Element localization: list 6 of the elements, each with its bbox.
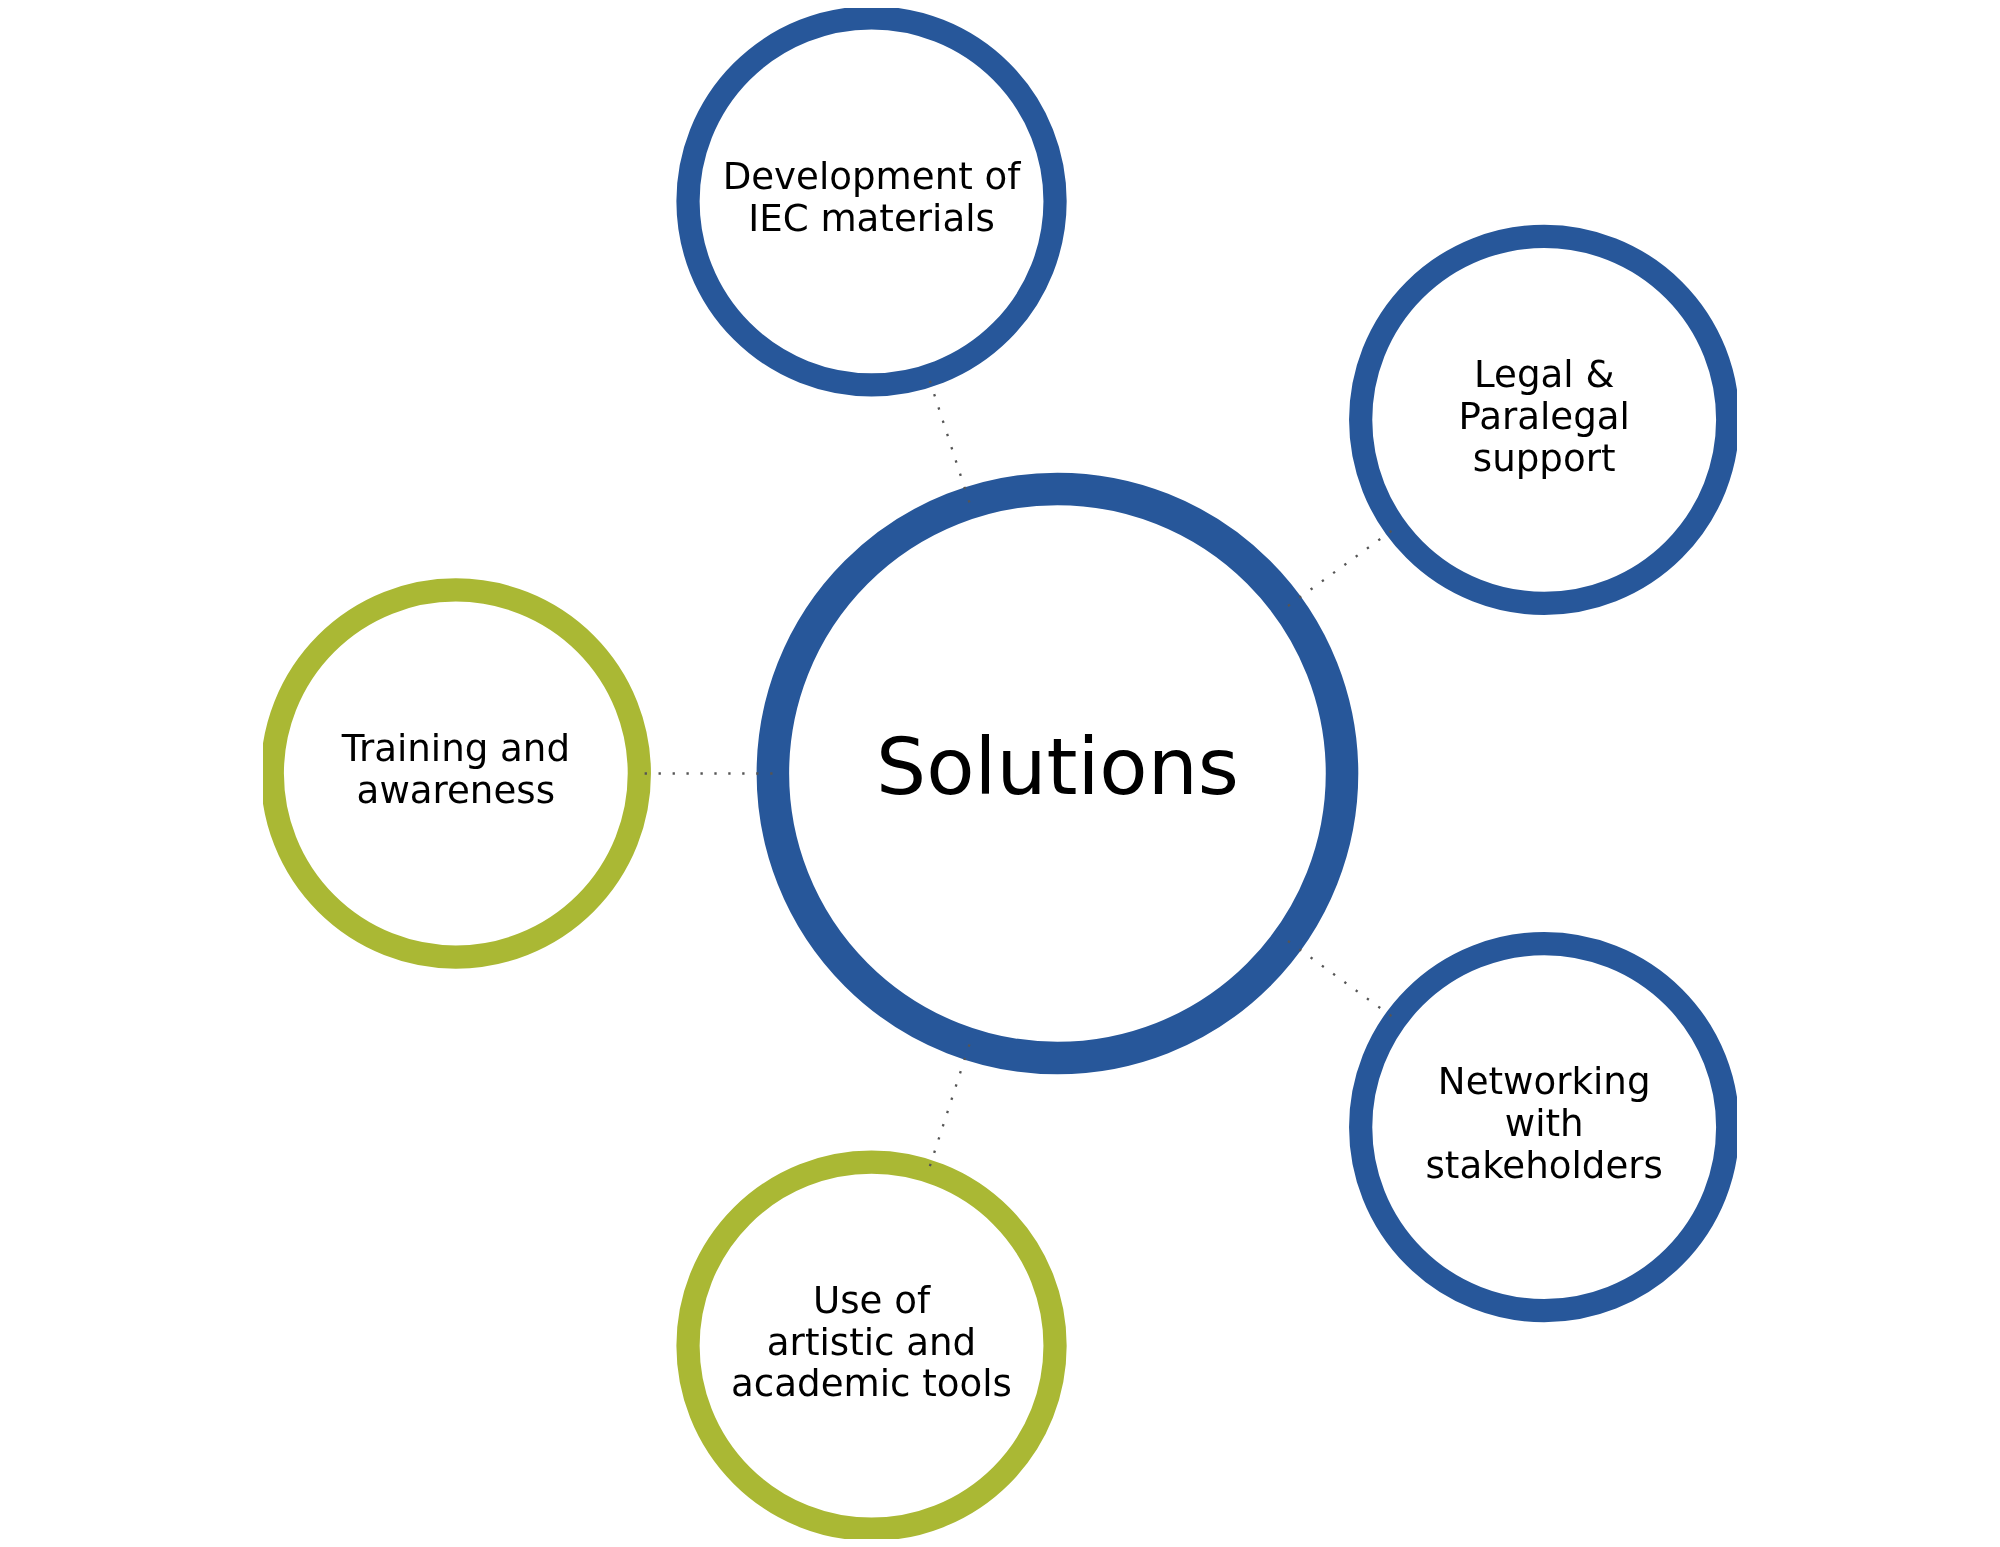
node-circle: Networking with stakeholders (1349, 932, 1737, 1323)
node-circle: Development of IEC materials (676, 8, 1067, 397)
node-circle: Solutions (756, 472, 1359, 1075)
node-circle: Legal & Paralegal support (1349, 224, 1737, 615)
node-circle: Training and awareness (263, 578, 651, 969)
node-circle: Use of artistic and academic tools (676, 1150, 1067, 1539)
